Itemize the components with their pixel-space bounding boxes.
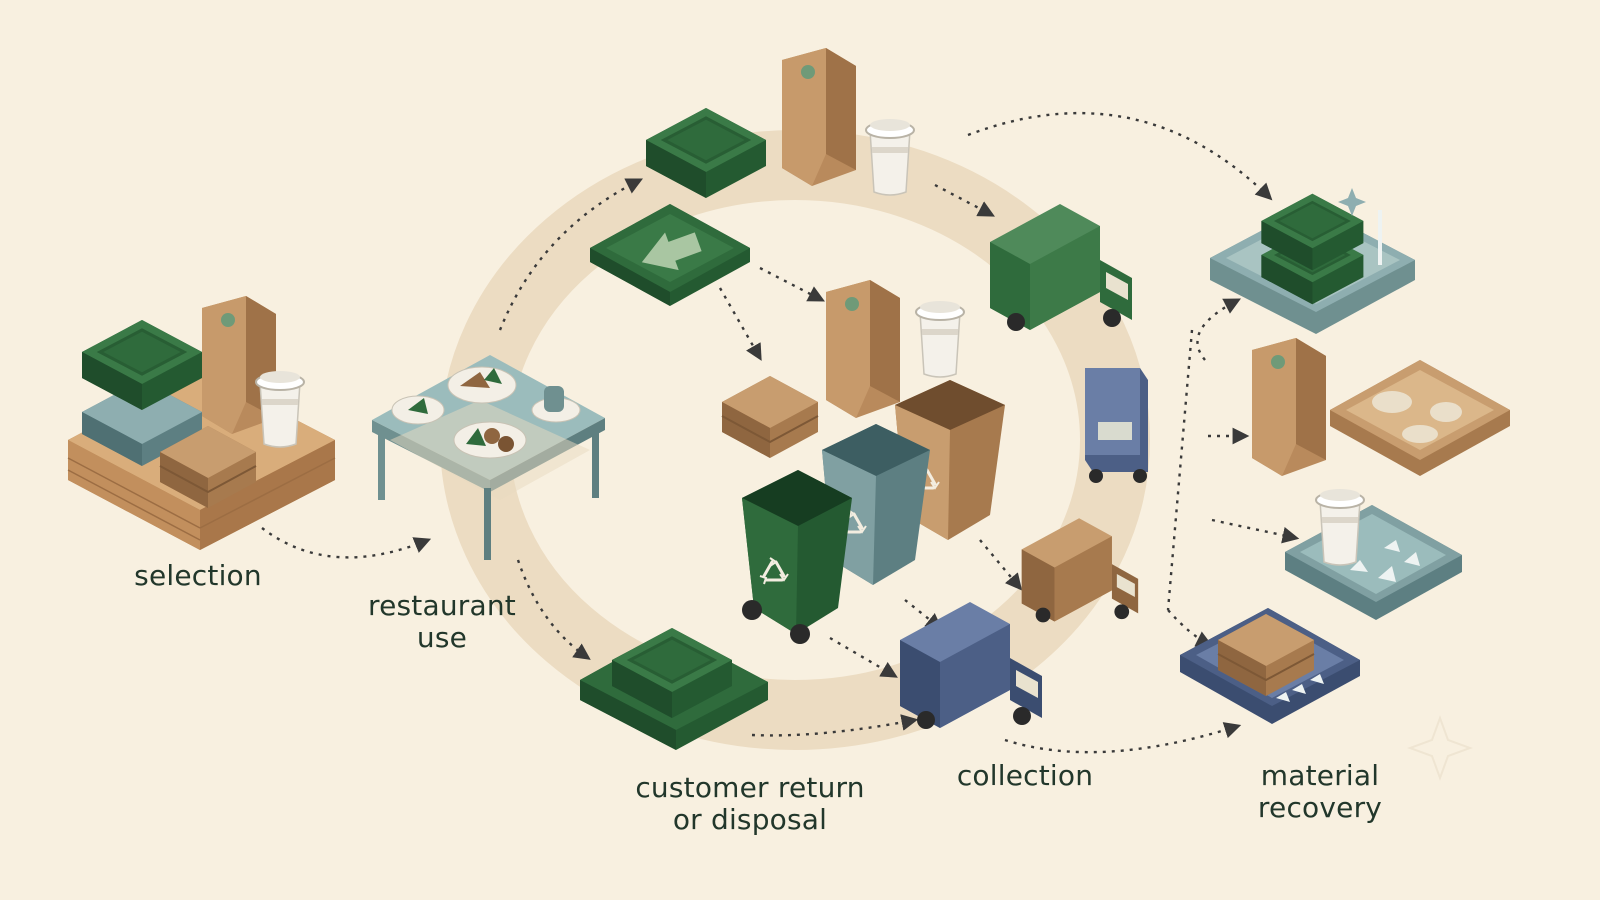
recovery-tray-icon-containers xyxy=(1210,192,1415,334)
return-tray-icon xyxy=(590,204,750,306)
arrow-use-to-return xyxy=(516,559,591,660)
coffee-cup-icon-top xyxy=(866,119,914,195)
arrow-top-to-recovery xyxy=(967,111,1273,201)
paper-bag-icon-recovery xyxy=(1252,338,1326,476)
label-collection-text: collection xyxy=(956,759,1094,792)
coffee-cup-icon-center xyxy=(916,301,964,377)
selection-group xyxy=(67,296,336,550)
arrow-selection-to-use xyxy=(261,527,432,559)
delivery-truck-icon-navy xyxy=(1085,368,1148,483)
label-material-recovery: material recovery xyxy=(1220,760,1420,824)
paper-bag-icon-center xyxy=(826,280,900,418)
label-selection-text: selection xyxy=(134,559,262,592)
label-customer-return-line1: customer return xyxy=(635,771,865,804)
dining-table-icon xyxy=(372,355,605,560)
label-restaurant-use-line2: use xyxy=(416,621,468,654)
return-bin-icon xyxy=(580,626,768,750)
arrow-top-to-truck xyxy=(934,183,995,217)
arrow-tray-to-clam xyxy=(718,287,762,361)
arrow-split-4 xyxy=(1167,609,1214,647)
label-material-recovery-line1: material xyxy=(1260,759,1380,792)
recovery-tray-icon-cups xyxy=(1285,489,1462,620)
recovery-tray-icon-paper xyxy=(1330,360,1510,476)
sparkle-icon xyxy=(1338,188,1366,216)
arrow-collection-to-recovery xyxy=(1004,722,1242,754)
arrow-bin-to-vant xyxy=(979,539,1023,591)
label-selection: selection xyxy=(118,560,278,592)
recovery-tray-icon-boxes xyxy=(1180,608,1360,724)
watermark-sparkle-icon xyxy=(1407,715,1473,781)
recycling-bin-green-icon xyxy=(742,470,852,644)
label-collection: collection xyxy=(940,760,1110,792)
paper-bag-icon-top xyxy=(782,48,856,186)
arrow-split-3 xyxy=(1211,518,1300,544)
clamshell-box-icon-center xyxy=(721,375,819,459)
coffee-cup-icon xyxy=(256,371,304,447)
arrow-split-1 xyxy=(1196,298,1241,361)
label-restaurant-use: restaurant use xyxy=(342,590,542,654)
label-customer-return-line2: or disposal xyxy=(672,803,828,836)
label-restaurant-use-line1: restaurant xyxy=(368,589,516,622)
arrow-green-to-truck xyxy=(829,636,898,678)
label-customer-return: customer return or disposal xyxy=(600,772,900,836)
arrow-return-to-collection xyxy=(751,714,919,737)
label-material-recovery-line2: recovery xyxy=(1257,791,1383,824)
arrow-tray-to-bag xyxy=(759,266,825,302)
arrow-split-spine xyxy=(1166,329,1194,611)
